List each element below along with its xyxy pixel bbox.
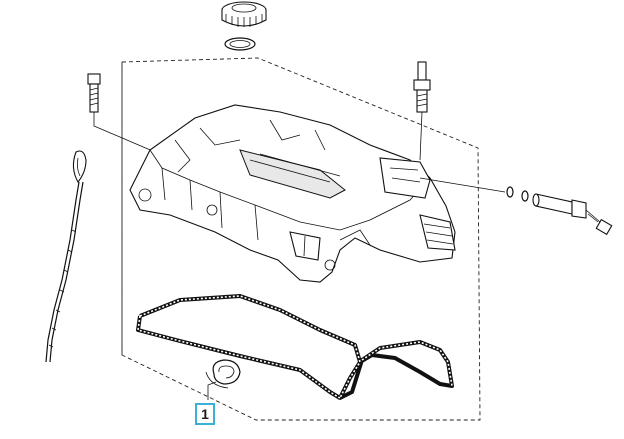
assembly-boundary	[121, 57, 481, 421]
breather-bolt[interactable]	[587, 213, 613, 236]
valve-cover[interactable]	[129, 104, 456, 283]
right-stud-bolt[interactable]	[413, 61, 431, 161]
oil-filler-cap[interactable]	[221, 1, 267, 27]
left-mounting-bolt[interactable]	[87, 73, 156, 153]
cap-seal-ring[interactable]	[224, 37, 256, 51]
breather-pipe[interactable]	[419, 177, 601, 223]
valve-cover-gasket[interactable]	[136, 294, 454, 400]
oil-dipstick[interactable]	[45, 150, 87, 363]
plug-tube-seal[interactable]	[205, 359, 241, 400]
part-number-callout[interactable]: 1	[195, 403, 215, 425]
